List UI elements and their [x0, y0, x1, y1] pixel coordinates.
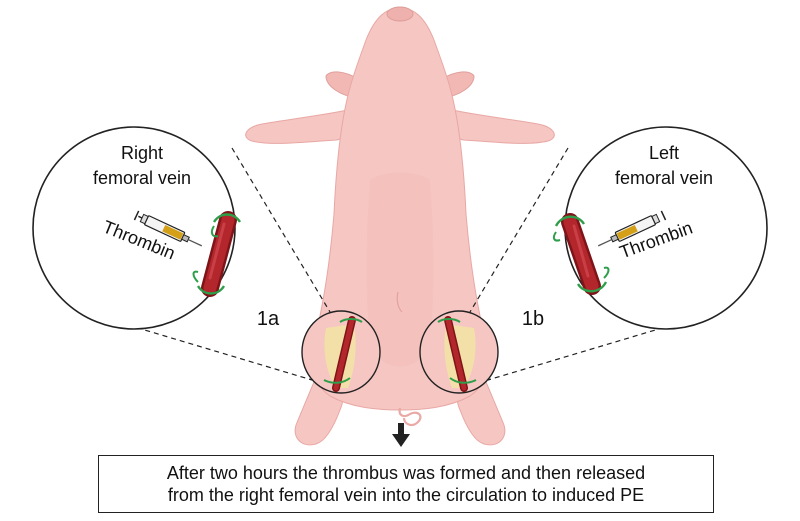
right-femoral-vein-panel: Right femoral vein Thrombin — [32, 126, 242, 330]
syringe-icon — [133, 210, 203, 247]
pig-snout — [386, 6, 414, 22]
site-1a — [301, 310, 381, 394]
site-label-1a: 1a — [257, 308, 280, 330]
pig-right-front-leg — [245, 109, 350, 144]
caption-line-2: from the right femoral vein into the cir… — [167, 485, 645, 505]
pig-belly-shade — [366, 172, 434, 367]
caption-box: After two hours the thrombus was formed … — [98, 455, 714, 513]
left-panel-title-line1: Left — [649, 143, 679, 163]
site-1b — [419, 310, 499, 394]
down-arrow-icon — [392, 423, 410, 447]
pig-left-front-leg — [450, 109, 555, 144]
left-femoral-vein-panel: Left femoral vein Thrombin — [552, 126, 768, 330]
right-vein — [192, 211, 242, 297]
pig-tail — [398, 407, 422, 427]
zoom-connectors — [127, 147, 673, 381]
right-panel-title-line1: Right — [121, 143, 163, 163]
pig-navel — [396, 291, 403, 313]
pig-illustration — [245, 6, 555, 446]
left-vein — [552, 213, 610, 295]
right-panel-title-line2: femoral vein — [93, 168, 191, 188]
site-label-1b: 1b — [522, 308, 544, 330]
left-panel-title-line2: femoral vein — [615, 168, 713, 188]
caption-line-1: After two hours the thrombus was formed … — [166, 463, 646, 483]
syringe-icon — [597, 210, 667, 247]
